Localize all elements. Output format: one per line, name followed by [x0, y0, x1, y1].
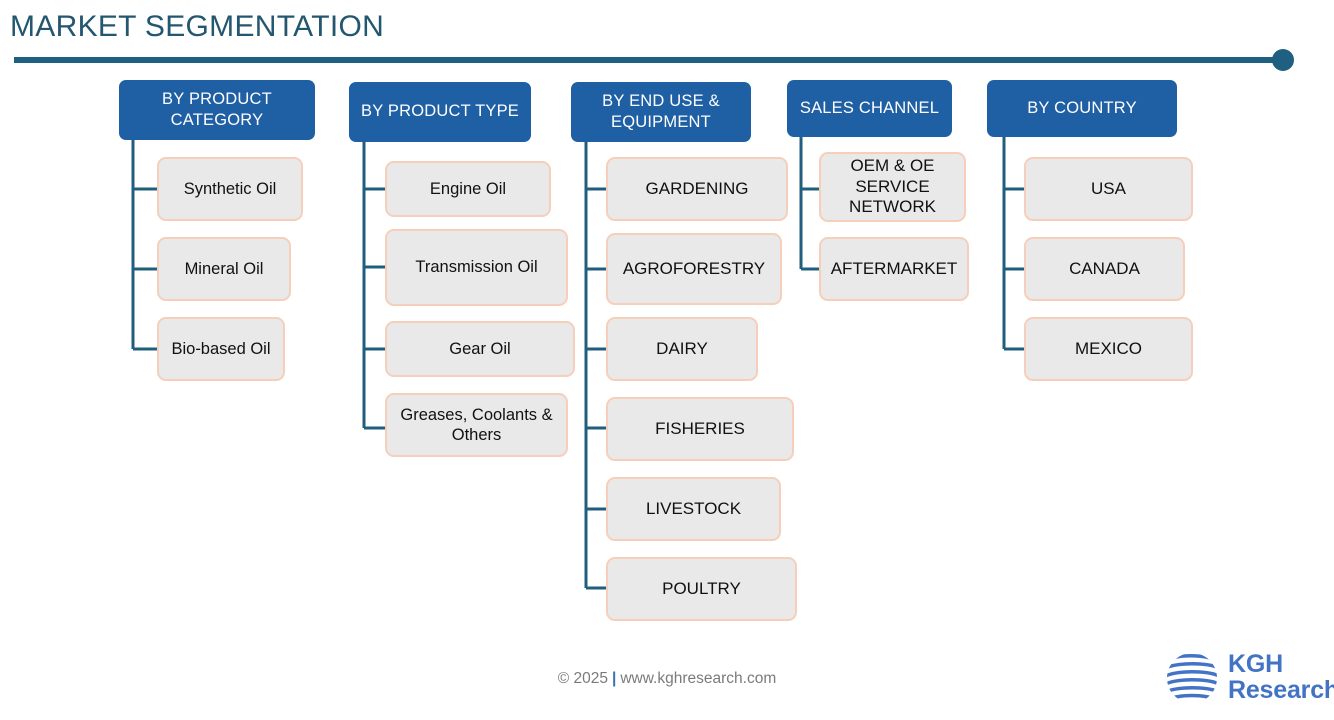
logo-text: KGH Research: [1228, 651, 1334, 703]
title-divider-bar: [14, 57, 1282, 63]
leaf-mineral-oil[interactable]: Mineral Oil: [157, 237, 291, 301]
title-divider-dot: [1272, 49, 1294, 71]
leaf-engine-oil[interactable]: Engine Oil: [385, 161, 551, 217]
logo-line-2: Research: [1228, 676, 1334, 704]
leaf-poultry[interactable]: POULTRY: [606, 557, 797, 621]
leaf-agroforestry[interactable]: AGROFORESTRY: [606, 233, 782, 305]
leaf-usa[interactable]: USA: [1024, 157, 1193, 221]
leaf-dairy[interactable]: DAIRY: [606, 317, 758, 381]
footer-website: www.kghresearch.com: [620, 670, 777, 687]
column-header-by-country[interactable]: BY COUNTRY: [987, 80, 1177, 137]
leaf-canada[interactable]: CANADA: [1024, 237, 1185, 301]
column-header-by-product-category[interactable]: BY PRODUCT CATEGORY: [119, 80, 315, 140]
leaf-aftermarket[interactable]: AFTERMARKET: [819, 237, 969, 301]
footer-separator: |: [611, 670, 617, 687]
column-header-sales-channel[interactable]: SALES CHANNEL: [787, 80, 952, 137]
leaf-transmission-oil[interactable]: Transmission Oil: [385, 229, 568, 306]
leaf-fisheries[interactable]: FISHERIES: [606, 397, 794, 461]
page-title: MARKET SEGMENTATION: [10, 10, 385, 43]
footer-copyright: © 2025: [557, 670, 608, 687]
leaf-greases-coolants-others[interactable]: Greases, Coolants & Others: [385, 393, 568, 457]
leaf-synthetic-oil[interactable]: Synthetic Oil: [157, 157, 303, 221]
globe-icon: [1167, 654, 1217, 702]
leaf-livestock[interactable]: LIVESTOCK: [606, 477, 781, 541]
column-header-by-product-type[interactable]: BY PRODUCT TYPE: [349, 82, 531, 142]
leaf-mexico[interactable]: MEXICO: [1024, 317, 1193, 381]
leaf-oem-oe-service-network[interactable]: OEM & OE SERVICE NETWORK: [819, 152, 966, 222]
footer: © 2025|www.kghresearch.com: [0, 670, 1334, 688]
leaf-gardening[interactable]: GARDENING: [606, 157, 788, 221]
column-header-by-end-use-equipment[interactable]: BY END USE & EQUIPMENT: [571, 82, 751, 142]
leaf-gear-oil[interactable]: Gear Oil: [385, 321, 575, 377]
leaf-bio-based-oil[interactable]: Bio-based Oil: [157, 317, 285, 381]
logo-line-1: KGH: [1228, 650, 1283, 678]
